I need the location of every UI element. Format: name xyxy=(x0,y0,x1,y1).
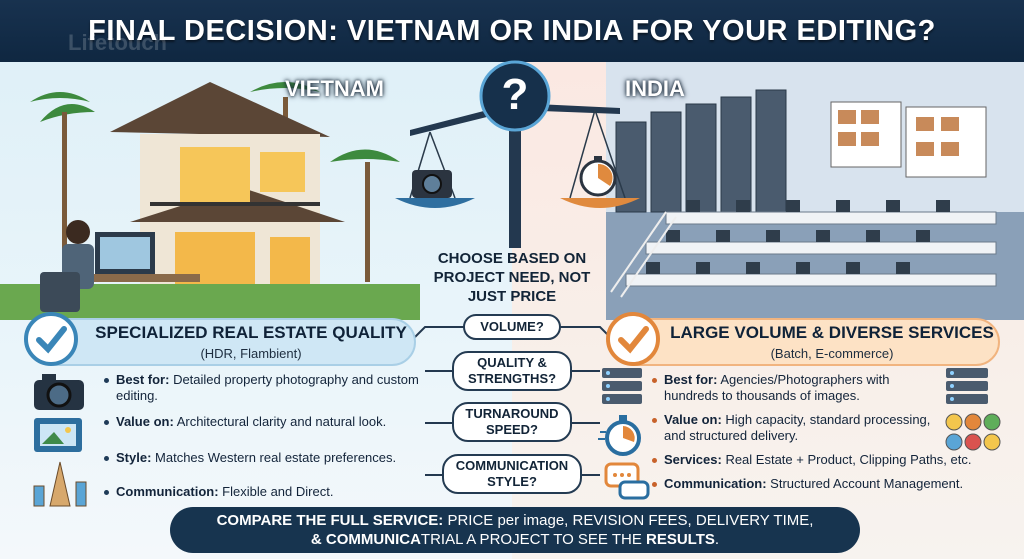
pill-turnaround-speed: TURNAROUND SPEED? xyxy=(452,402,572,442)
page-header: Lifetouch FINAL DECISION: VIETNAM OR IND… xyxy=(0,0,1024,62)
product-grid-icon xyxy=(945,413,1001,451)
footer-banner: COMPARE THE FULL SERVICE: PRICE per imag… xyxy=(170,507,860,553)
vietnam-villa-illustration xyxy=(0,82,420,320)
list-item: Best for: Detailed property photography … xyxy=(104,372,444,404)
camera-icon xyxy=(34,374,84,410)
list-item: Value on: High capacity, standard proces… xyxy=(652,412,942,444)
india-check-icon xyxy=(606,312,660,366)
connector-lines xyxy=(414,326,611,476)
pill-quality-strengths: QUALITY & STRENGTHS? xyxy=(452,351,572,391)
india-office-illustration xyxy=(606,62,1024,320)
server-rack-icon xyxy=(602,368,642,404)
stopwatch-icon xyxy=(598,415,641,456)
vietnam-bullet-list: Best for: Detailed property photography … xyxy=(104,372,444,506)
vietnam-banner: SPECIALIZED REAL ESTATE QUALITY (HDR, Fl… xyxy=(34,318,416,366)
server-rack-icon-2 xyxy=(946,368,988,404)
footer-line-1: COMPARE THE FULL SERVICE: PRICE per imag… xyxy=(216,512,814,529)
photo-edit-screen-icon xyxy=(34,418,82,452)
list-item: Communication: Flexible and Direct. xyxy=(104,484,444,500)
watermark: Lifetouch xyxy=(68,30,167,55)
list-item: Value on: Architectural clarity and natu… xyxy=(104,414,444,430)
list-item: Style: Matches Western real estate prefe… xyxy=(104,450,444,466)
question-mark: ? xyxy=(501,70,529,119)
india-banner-title: LARGE VOLUME & DIVERSE SERVICES xyxy=(670,323,994,342)
list-item: Best for: Agencies/Photographers with hu… xyxy=(652,372,942,404)
india-banner-subtitle: (Batch, E-commerce) xyxy=(770,346,894,361)
list-item: Communication: Structured Account Manage… xyxy=(652,476,1012,492)
vietnam-landmark-icon xyxy=(33,461,87,507)
page-title: FINAL DECISION: VIETNAM OR INDIA FOR YOU… xyxy=(88,14,936,47)
india-bullet-list: Best for: Agencies/Photographers with hu… xyxy=(652,372,972,498)
pill-communication-style: COMMUNICATION STYLE? xyxy=(442,454,582,494)
vietnam-banner-subtitle: (HDR, Flambient) xyxy=(200,346,302,361)
vietnam-banner-title: SPECIALIZED REAL ESTATE QUALITY xyxy=(95,323,407,342)
vietnam-label: VIETNAM xyxy=(285,76,384,101)
footer-line-2: & COMMUNICATRIAL A PROJECT TO SEE THE RE… xyxy=(310,531,720,548)
choose-based-on-need-text: CHOOSE BASED ON PROJECT NEED, NOT JUST P… xyxy=(433,250,591,305)
pill-volume: VOLUME? xyxy=(463,314,561,340)
india-banner: LARGE VOLUME & DIVERSE SERVICES (Batch, … xyxy=(612,318,1000,366)
vietnam-check-icon xyxy=(24,312,78,366)
chat-bubbles-icon xyxy=(604,462,650,500)
balance-scale-illustration xyxy=(395,60,640,248)
india-label: INDIA xyxy=(625,76,685,101)
list-item: Services: Real Estate + Product, Clippin… xyxy=(652,452,1012,468)
